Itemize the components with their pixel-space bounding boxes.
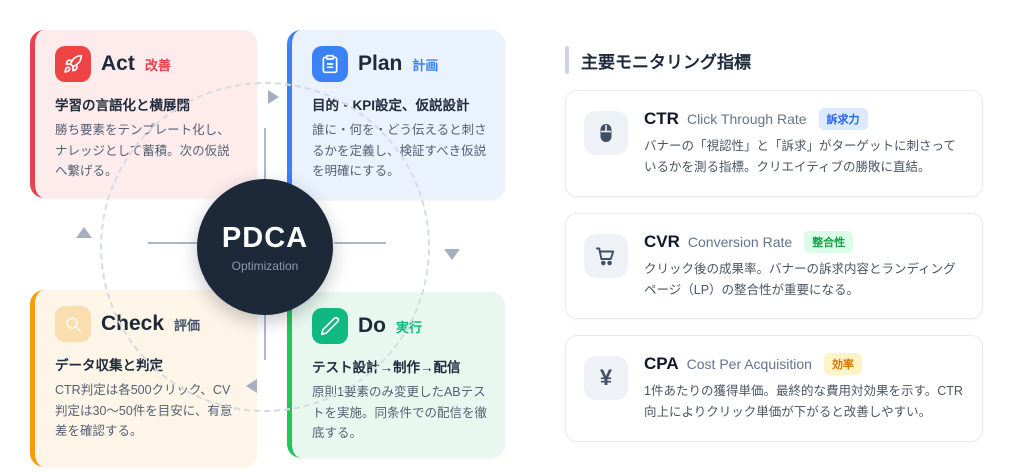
- metric-acronym: CPA: [644, 354, 679, 373]
- do-body: 原則1要素のみ変更したABテストを実施。同条件での配信を徹底する。: [312, 385, 488, 441]
- check-card: Check 評価 データ収集と判定 CTR判定は各500クリック、CV判定は30…: [30, 290, 257, 467]
- metric-card-ctr: CTR Click Through Rate 訴求力 バナーの「視認性」と「訴求…: [565, 90, 983, 197]
- metric-badge: 効率: [823, 353, 862, 375]
- pdca-center-title: PDCA: [221, 221, 309, 254]
- check-title: Check: [101, 312, 165, 335]
- act-title: Act: [101, 52, 135, 75]
- do-heading: テスト設計→制作→配信: [312, 360, 461, 375]
- metric-acronym: CTR: [644, 109, 679, 128]
- arrow-down-icon: [444, 249, 460, 260]
- check-body: CTR判定は各500クリック、CV判定は30～50件を目安に、有意差を確認する。: [55, 383, 233, 439]
- check-header: Check 評価: [55, 306, 241, 342]
- do-card: Do 実行 テスト設計→制作→配信 原則1要素のみ変更したABテストを実施。同条…: [287, 292, 505, 458]
- act-card: Act 改善 学習の言語化と横展開 勝ち要素をテンプレート化し、ナレッジとして蓄…: [30, 30, 257, 198]
- metric-name: Click Through Rate: [686, 111, 807, 127]
- axis-line-top: [264, 128, 266, 180]
- yen-icon: ¥: [584, 356, 628, 400]
- metric-name: Conversion Rate: [687, 233, 793, 250]
- plan-heading: 目的・KPI設定、仮説設計: [312, 98, 470, 113]
- metrics-panel: 主要モニタリング指標 CTR Click Through Rate 訴求力 バナ…: [565, 46, 983, 458]
- axis-line-bottom: [264, 308, 266, 360]
- mouse-icon: [584, 111, 628, 155]
- plan-header: Plan 計画: [312, 46, 489, 82]
- rocket-icon: [55, 46, 91, 82]
- axis-line-right: [334, 242, 386, 244]
- do-tag: 実行: [396, 319, 423, 335]
- act-heading: 学習の言語化と横展開: [55, 98, 190, 113]
- metrics-panel-header: 主要モニタリング指標: [565, 46, 983, 74]
- metric-body-ctr: CTR Click Through Rate 訴求力 バナーの「視認性」と「訴求…: [644, 108, 964, 179]
- act-header: Act 改善: [55, 46, 241, 82]
- plan-body: 誰に・何を・どう伝えると刺さるかを定義し、検証すべき仮説を明確にする。: [312, 123, 487, 179]
- act-body: 勝ち要素をテンプレート化し、ナレッジとして蓄積。次の仮説へ繋げる。: [55, 123, 230, 179]
- cart-icon: [584, 233, 628, 278]
- do-header: Do 実行: [312, 308, 489, 344]
- metric-name: Cost Per Acquisition: [686, 356, 812, 372]
- do-title: Do: [358, 314, 386, 337]
- clipboard-icon: [312, 46, 348, 82]
- pdca-center-subtitle: Optimization: [231, 258, 299, 273]
- metric-badge: 整合性: [804, 230, 854, 253]
- metric-description: バナーの「視認性」と「訴求」がターゲットに刺さっているかを測る指標。クリエイティ…: [644, 139, 956, 175]
- axis-line-left: [148, 242, 198, 244]
- metric-body-cvr: CVR Conversion Rate 整合性 クリック後の成果率。バナーの訴求…: [644, 230, 964, 302]
- plan-card: Plan 計画 目的・KPI設定、仮説設計 誰に・何を・どう伝えると刺さるかを定…: [287, 30, 505, 200]
- check-tag: 評価: [174, 317, 201, 333]
- metric-badge: 訴求力: [818, 108, 868, 130]
- metric-description: クリック後の成果率。バナーの訴求内容とランディングページ（LP）の整合性が重要に…: [644, 261, 956, 297]
- check-heading: データ収集と判定: [55, 358, 163, 373]
- plan-tag: 計画: [412, 57, 439, 73]
- act-tag: 改善: [144, 57, 171, 73]
- metric-body-cpa: CPA Cost Per Acquisition 効率 1件あたりの獲得単価。最…: [644, 353, 964, 424]
- plan-title: Plan: [358, 52, 403, 75]
- arrow-right-icon: [268, 90, 279, 104]
- metric-acronym: CVR: [644, 231, 680, 251]
- arrow-up-icon: [76, 227, 92, 238]
- metric-description: 1件あたりの獲得単価。最終的な費用対効果を示す。CTR向上によりクリック単価が下…: [644, 384, 963, 420]
- magnifier-icon: [55, 306, 91, 342]
- pdca-center-circle: PDCA Optimization: [197, 179, 333, 315]
- metric-card-cvr: CVR Conversion Rate 整合性 クリック後の成果率。バナーの訴求…: [565, 212, 983, 319]
- brush-icon: [312, 308, 348, 344]
- metrics-panel-title: 主要モニタリング指標: [581, 52, 751, 72]
- metric-card-cpa: ¥ CPA Cost Per Acquisition 効率 1件あたりの獲得単価…: [565, 335, 983, 442]
- heading-accent-bar: [565, 46, 569, 74]
- yen-glyph: ¥: [599, 365, 613, 390]
- arrow-left-icon: [246, 379, 257, 393]
